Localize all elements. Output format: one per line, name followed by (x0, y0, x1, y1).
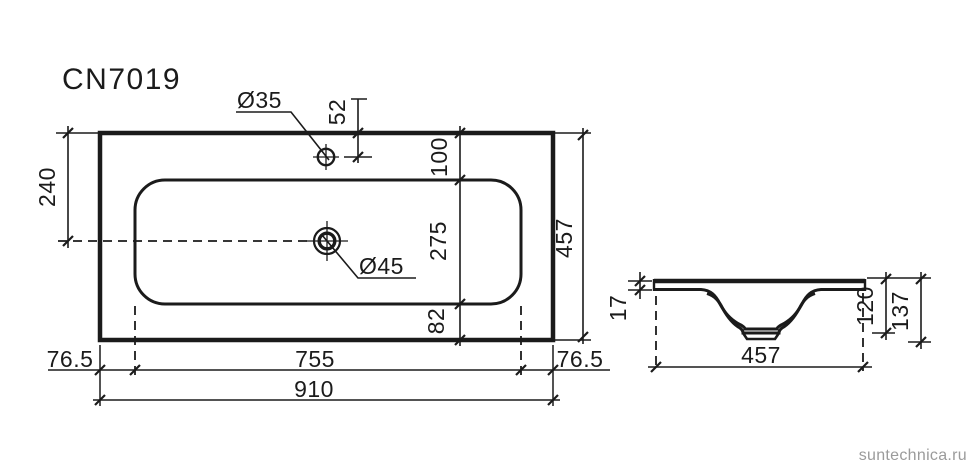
basin-outline (133, 178, 523, 306)
faucet-diameter-label: Ø35 (237, 87, 282, 113)
side-extension-dashed (655, 293, 864, 371)
top-view-dimension-ticks (62, 127, 589, 406)
top-view-dimension-lines (48, 98, 610, 401)
drain-diameter-label: Ø45 (359, 253, 404, 279)
top-view: Ø35 Ø45 240 52 100 275 82 457 76.5 755 7… (34, 87, 610, 406)
side-view-dimension-ticks (634, 273, 927, 373)
side-view: 17 120 137 457 (605, 272, 931, 373)
dim-76-5-right-label: 76.5 (557, 346, 604, 372)
dim-457-right-label: 457 (551, 218, 577, 258)
bowl-inner-surface (654, 288, 865, 331)
dim-52-label: 52 (324, 99, 350, 126)
dim-240-label: 240 (34, 167, 60, 207)
model-title: CN7019 (62, 63, 181, 96)
top-view-extension-lines (56, 132, 591, 406)
dim-120-label: 120 (852, 286, 878, 326)
dim-275-label: 275 (425, 221, 451, 261)
watermark: suntechnica.ru (859, 447, 967, 464)
drain-label-leader (321, 234, 416, 279)
bowl-outer-surface (706, 292, 816, 335)
drain-boss (741, 332, 781, 341)
dim-100-label: 100 (426, 137, 452, 177)
dim-82-label: 82 (423, 308, 449, 335)
dim-457-side-label: 457 (741, 342, 781, 368)
basin-extension-dashed (134, 306, 522, 377)
dim-76-5-left-label: 76.5 (47, 346, 94, 372)
dim-755-label: 755 (295, 346, 335, 372)
dim-910-label: 910 (294, 376, 334, 402)
countertop-outline (97, 130, 556, 343)
dim-137-label: 137 (887, 291, 913, 331)
faucet-label-leader (236, 111, 330, 161)
dim-17-label: 17 (605, 295, 631, 322)
side-view-dimension-lines (639, 272, 922, 368)
